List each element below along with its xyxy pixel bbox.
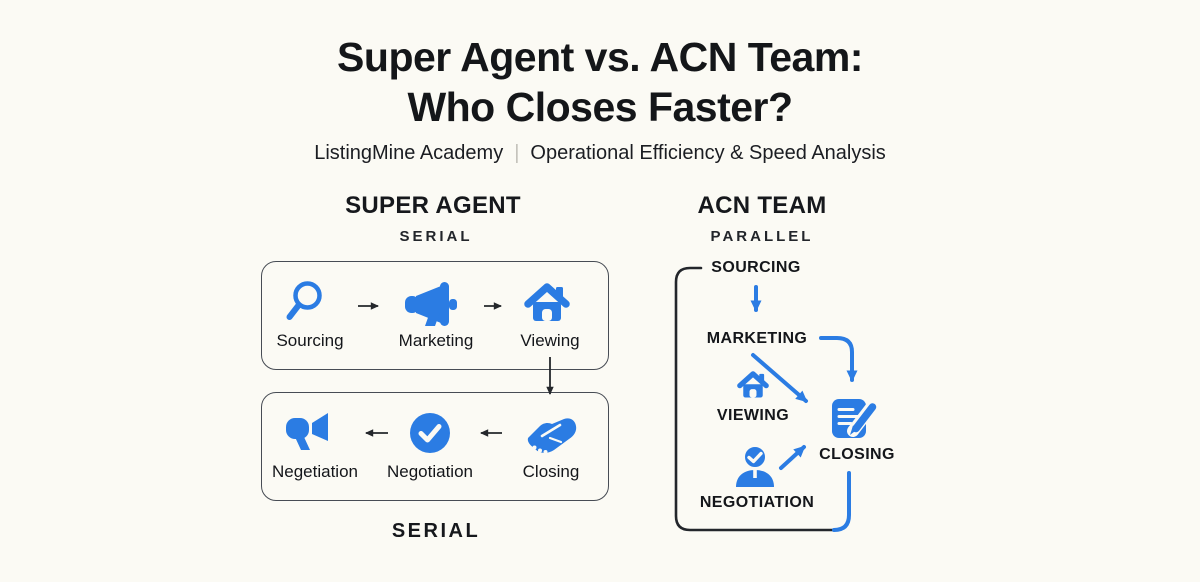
person-check-icon [736, 445, 774, 487]
loop-bracket-line [674, 266, 836, 532]
megaphone-left-icon [286, 413, 328, 450]
left-panel-heading: SUPER AGENT [345, 192, 521, 219]
house-small-icon [737, 371, 769, 399]
subtitle: ListingMine Academy | Operational Effici… [314, 142, 886, 165]
page-title-line1: Super Agent vs. ACN Team: [337, 34, 863, 80]
search-icon [286, 281, 322, 320]
stage-label-negotiation: Negotiation [386, 462, 474, 481]
check-circle-icon [410, 413, 450, 453]
stage-label-closing: Closing [522, 462, 580, 481]
house-icon [524, 283, 570, 323]
handshake-icon [527, 418, 577, 454]
node-label-sourcing: SOURCING [711, 259, 801, 276]
arrow-negotiation-to-closing-diagonal [779, 445, 806, 470]
stage-label-sourcing: Sourcing [276, 331, 344, 350]
loop-closing-tail [832, 471, 851, 532]
right-panel-heading: ACN TEAM [697, 192, 827, 219]
page-title-line2: Who Closes Faster? [407, 84, 793, 130]
node-label-marketing: MARKETING [706, 330, 808, 347]
right-mode: PARALLEL [710, 228, 814, 245]
left-mode-top: SERIAL [399, 228, 473, 245]
serial-box-row2 [261, 392, 609, 501]
document-pen-icon [832, 399, 878, 438]
subtitle-topic: Operational Efficiency & Speed Analysis [530, 142, 886, 164]
stage-label-marketing: Marketing [398, 331, 474, 350]
left-mode-bottom: SERIAL [391, 520, 481, 542]
stage-label-negetiation: Negetiation [271, 462, 359, 481]
arrow-marketing-to-closing-curved [819, 336, 858, 382]
node-label-viewing: VIEWING [716, 407, 790, 424]
subtitle-divider: | [514, 142, 520, 164]
stage-label-viewing: Viewing [520, 331, 580, 350]
node-label-closing: CLOSING [819, 446, 895, 463]
node-label-negotiation: NEGOTIATION [699, 494, 815, 511]
subtitle-brand: ListingMine Academy [314, 142, 504, 164]
serial-box-row1 [261, 261, 609, 370]
megaphone-icon [405, 282, 457, 326]
